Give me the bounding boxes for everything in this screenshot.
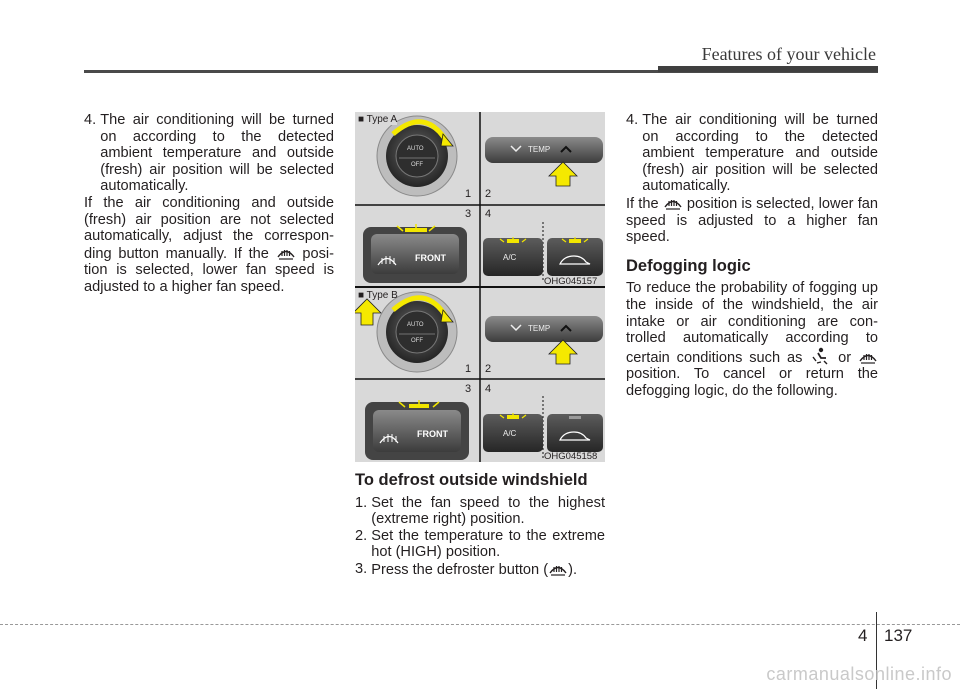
ac-button-b xyxy=(483,413,543,452)
middle-column: To defrost outside windshield 1. Set the… xyxy=(355,462,605,579)
front-label: FRONT xyxy=(417,429,448,439)
item-number: 4. xyxy=(84,112,101,128)
list-item: 4. The air conditioning will be turned o… xyxy=(626,112,878,195)
list-item: 3. Press the defroster button ( ). xyxy=(355,561,605,579)
temp-label: TEMP xyxy=(528,145,551,154)
footer-rule xyxy=(0,624,960,625)
callout-4: 4 xyxy=(485,383,492,395)
step-number: 1. xyxy=(355,494,372,511)
header-rule-accent xyxy=(658,66,878,72)
paragraph: To reduce the probability of fogging up … xyxy=(626,280,878,399)
callout-2: 2 xyxy=(485,188,492,200)
callout-1: 1 xyxy=(465,363,472,375)
paragraph-text: posi-tion is selected, lower fan speed i… xyxy=(84,245,334,295)
defrost-icon xyxy=(859,353,877,364)
section-heading: To defrost outside windshield xyxy=(355,471,588,489)
knob-off-label: OFF xyxy=(411,162,423,168)
footer-divider xyxy=(876,612,877,689)
page-number: 137 xyxy=(884,626,913,645)
type-a-label: ■ Type A xyxy=(358,114,398,125)
recirc-button-b xyxy=(547,414,603,452)
paragraph-text: To reduce the probability of fogging up … xyxy=(626,280,878,366)
defrost-icon xyxy=(549,565,567,576)
callout-1: 1 xyxy=(465,188,472,200)
list-item: 2. Set the temperature to the extreme ho… xyxy=(355,528,605,561)
step-text: Press the defroster button ( xyxy=(371,561,549,578)
item-text: The air conditioning will be turned on a… xyxy=(100,112,334,195)
type-b-label: ■ Type B xyxy=(358,290,398,301)
ac-label: A/C xyxy=(503,253,517,262)
ac-label: A/C xyxy=(503,429,517,438)
figure-code-a: OHG045157 xyxy=(544,276,598,287)
section-heading: Defogging logic xyxy=(626,256,751,275)
chapter-number: 4 xyxy=(858,626,868,645)
callout-2: 2 xyxy=(485,363,492,375)
callout-4: 4 xyxy=(485,208,492,220)
paragraph-text: or xyxy=(838,349,852,366)
header-rule xyxy=(84,70,878,73)
knob-auto-label: AUTO xyxy=(407,322,424,328)
arrow-icon xyxy=(355,298,382,326)
paragraph-text: If the xyxy=(626,195,659,212)
paragraph: If the air conditioning and outside (fre… xyxy=(84,195,334,296)
list-item: 4. The air conditioning will be turned o… xyxy=(84,112,334,195)
front-button-a xyxy=(355,224,467,326)
defrost-icon xyxy=(664,199,682,210)
arrow-icon xyxy=(548,339,578,365)
step-text: ). xyxy=(568,561,577,578)
paragraph-text: position is selected, lower fan speed is… xyxy=(626,195,878,246)
paragraph: If the position is selected, lower fan s… xyxy=(626,195,878,246)
ac-button-a xyxy=(483,237,543,276)
paragraph-text: If the air conditioning and outside (fre… xyxy=(84,194,334,262)
temp-switch-a xyxy=(485,137,603,187)
section-title: Features of your vehicle xyxy=(701,44,876,64)
list-item: 1. Set the fan speed to the highest (ext… xyxy=(355,495,605,528)
floor-defrost-icon xyxy=(812,347,828,365)
knob-b xyxy=(376,291,458,373)
paragraph-text: position. To cancel or return the defogg… xyxy=(626,366,878,399)
temp-switch-b xyxy=(485,316,603,365)
right-column: 4. The air conditioning will be turned o… xyxy=(626,112,878,400)
callout-3: 3 xyxy=(465,383,472,395)
item-text: The air conditioning will be turned on a… xyxy=(642,112,878,195)
left-column: 4. The air conditioning will be turned o… xyxy=(84,112,334,296)
callout-3: 3 xyxy=(465,208,472,220)
step-text: Set the temperature to the extreme hot (… xyxy=(371,527,605,561)
knob-off-label: OFF xyxy=(411,338,423,344)
arrow-icon xyxy=(548,161,578,187)
step-number: 2. xyxy=(355,527,372,544)
item-number: 4. xyxy=(626,112,643,128)
front-button-b xyxy=(365,400,469,460)
figure-illustration xyxy=(355,112,605,462)
figure-code-b: OHG045158 xyxy=(544,451,598,462)
knob-a xyxy=(376,115,458,197)
front-label: FRONT xyxy=(415,253,446,263)
step-text: Set the fan speed to the highest (extrem… xyxy=(371,494,605,528)
step-number: 3. xyxy=(355,560,372,577)
control-panel-figure: ■ Type A ■ Type B OHG045157 OHG045158 1 … xyxy=(355,112,605,462)
temp-label: TEMP xyxy=(528,324,551,333)
recirc-button-a xyxy=(547,237,603,276)
knob-auto-label: AUTO xyxy=(407,146,424,152)
defrost-icon xyxy=(277,249,295,260)
watermark: carmanualsonline.info xyxy=(766,664,952,684)
